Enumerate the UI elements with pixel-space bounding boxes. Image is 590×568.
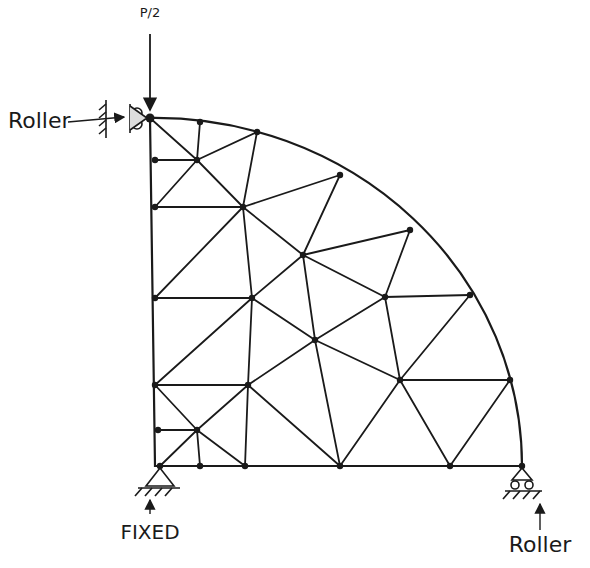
mesh-element-edge: [315, 297, 385, 340]
mesh-element-edge: [385, 230, 410, 297]
mesh-element-edge: [243, 207, 252, 298]
mesh-node-dot: [152, 204, 158, 210]
mesh-node-dot: [312, 337, 318, 343]
mesh-element-edge: [243, 132, 257, 207]
leader-arrow: [68, 117, 124, 122]
mesh-node-dot: [240, 204, 246, 210]
mesh-node-dot: [407, 227, 413, 233]
mesh-element-edge: [245, 385, 248, 466]
mesh-element-edge: [385, 297, 400, 380]
mesh-element-edge: [155, 298, 252, 385]
mesh-element-edge: [303, 255, 385, 297]
mesh-element-edge: [400, 295, 470, 380]
roller-support: [503, 468, 542, 499]
mesh-element-edge: [303, 175, 340, 255]
mesh-element-edge: [252, 298, 315, 340]
mesh-node-dot: [249, 295, 255, 301]
fixed-support: [135, 468, 180, 496]
mesh-element-edge: [197, 430, 200, 466]
leader-arrow: [539, 504, 540, 530]
mesh-element-edge: [340, 380, 400, 466]
mesh-element-edge: [248, 340, 315, 385]
mesh-element-edge: [158, 429, 197, 431]
leader-arrow: [149, 500, 150, 514]
mesh-node-dot: [382, 294, 388, 300]
load-arrow: [149, 34, 151, 110]
mesh-element-edge: [303, 255, 315, 340]
boundary: [150, 118, 522, 466]
mesh-element-edge: [150, 118, 197, 160]
mesh-element-edge: [450, 380, 510, 466]
mesh-node-dot: [152, 157, 158, 163]
mesh-element-edge: [243, 175, 340, 207]
mesh-element-edge: [197, 132, 257, 160]
mesh-element-edge: [400, 379, 510, 381]
support-label: FIXED: [120, 522, 179, 542]
mesh-node-dot: [194, 157, 200, 163]
mesh-node-dot: [155, 427, 161, 433]
mesh-element-edge: [248, 385, 340, 466]
mesh-element-edge: [303, 230, 410, 255]
mesh-element-edge: [252, 255, 303, 298]
mesh-element-edge: [155, 206, 243, 208]
mesh-element-edge: [155, 384, 248, 386]
load-label: P/2: [140, 6, 161, 19]
mesh-element-edge: [197, 385, 248, 430]
mesh-element-edge: [155, 297, 252, 299]
mesh-element-edge: [400, 380, 450, 466]
mesh-node-dot: [397, 377, 403, 383]
mesh-node-dot: [337, 172, 343, 178]
mesh-element-edge: [385, 295, 470, 297]
mesh-element-edge: [315, 340, 400, 380]
support-label: Roller: [509, 534, 572, 556]
mesh-node-dot: [300, 252, 306, 258]
mesh-element-edge: [155, 207, 243, 298]
mesh-element-edge: [160, 430, 197, 466]
mesh-element-edge: [243, 207, 303, 255]
mesh-element-edge: [197, 122, 200, 160]
support-label: Roller: [8, 110, 71, 132]
mesh-element-edge: [248, 298, 252, 385]
mesh-node-dot: [194, 427, 200, 433]
mesh-element-edge: [197, 160, 243, 207]
mesh-element-edge: [155, 385, 197, 430]
mesh-element-edge: [197, 430, 245, 466]
mesh-element-edge: [155, 159, 197, 161]
mesh-element-edge: [155, 160, 197, 207]
mesh-node-dot: [245, 382, 251, 388]
